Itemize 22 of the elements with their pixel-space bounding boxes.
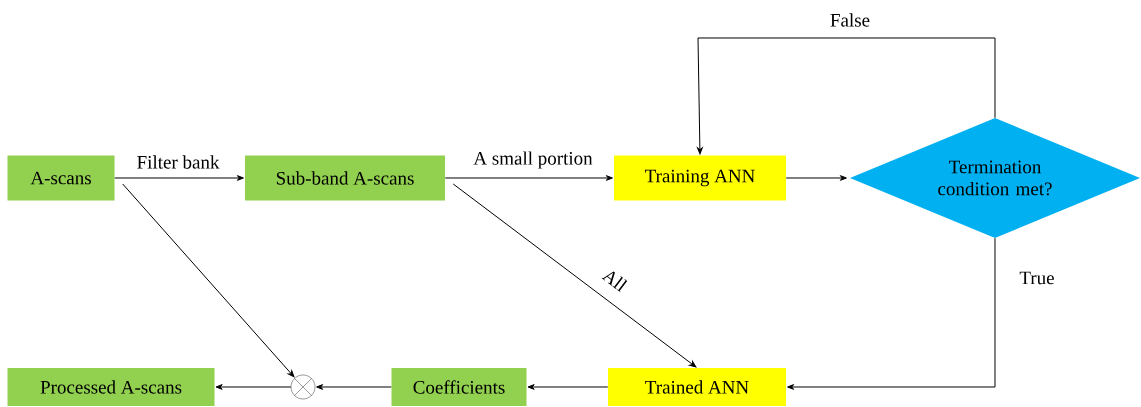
edge-label: False xyxy=(828,12,872,28)
arrow xyxy=(527,384,609,390)
edge-label: A small portion xyxy=(472,150,594,170)
arrow xyxy=(452,183,697,368)
edge-label: True xyxy=(1018,270,1056,286)
process-box: Trained ANN xyxy=(608,368,786,406)
process-box: Training ANN xyxy=(614,155,786,201)
arrow xyxy=(787,237,996,390)
edge-label: Filter bank xyxy=(135,154,221,170)
process-box: A-scans xyxy=(7,155,115,201)
arrow xyxy=(697,37,996,155)
arrow xyxy=(215,384,292,390)
arrow xyxy=(122,183,295,378)
process-box: Sub-band A-scans xyxy=(245,155,445,201)
arrow xyxy=(316,384,392,390)
arrow xyxy=(444,175,613,181)
edge-label: All xyxy=(599,266,631,294)
multiplier-circle xyxy=(290,374,316,400)
process-box: Coefficients xyxy=(391,368,527,406)
process-box: Processed A-scans xyxy=(7,368,215,406)
arrow xyxy=(114,175,244,181)
arrow xyxy=(785,175,847,181)
